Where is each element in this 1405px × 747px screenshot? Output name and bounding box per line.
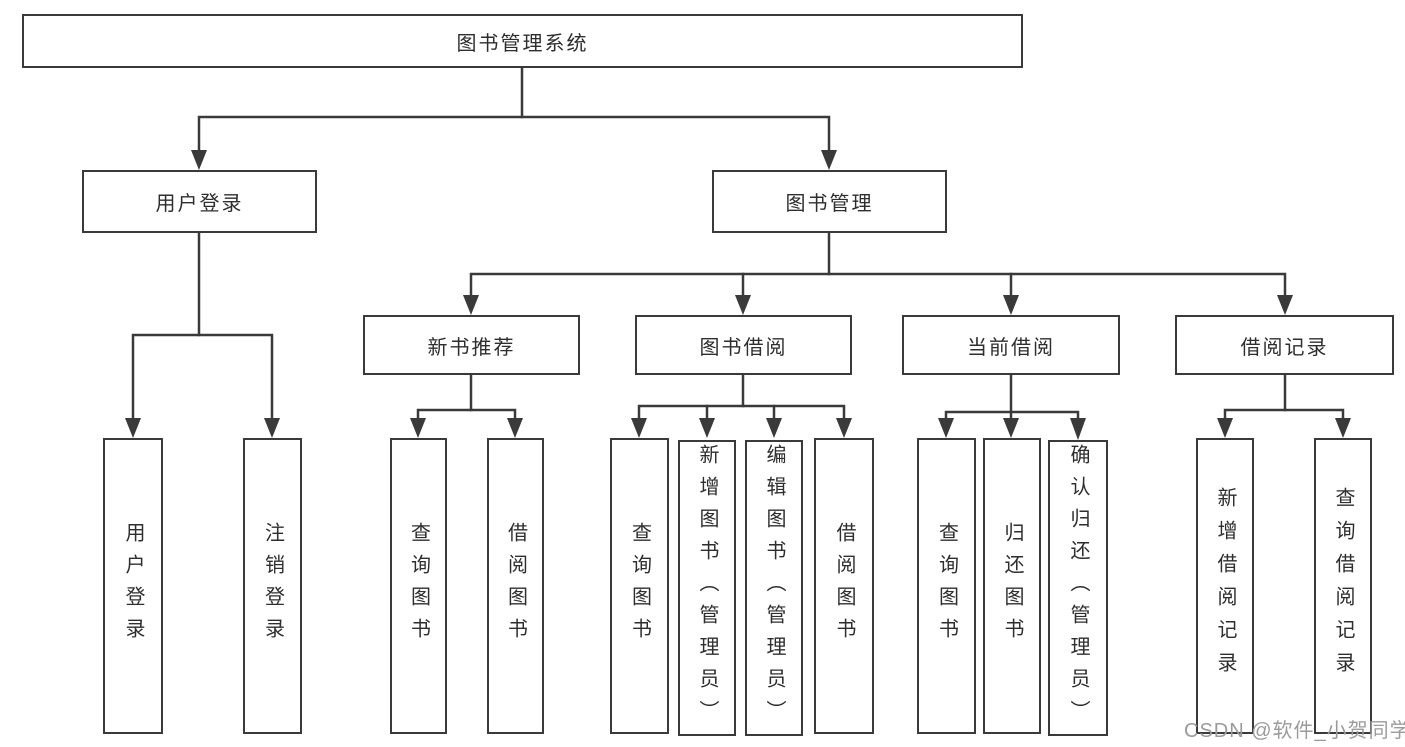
connector-level1-branch: [197, 115, 831, 154]
leaf-cur-confirm-return-admin-label: 确认归还（管理员）: [1067, 444, 1089, 732]
node-new-recommend-label: 新书推荐: [427, 336, 516, 359]
connector-newrec-branch: [416, 408, 517, 422]
leaf-nr-borrow-books-label: 借阅图书: [504, 522, 527, 650]
connector-records-branch: [1223, 408, 1345, 422]
arrow-to-cur-confirm: [1070, 418, 1086, 440]
arrow-to-cur-return: [1003, 418, 1019, 438]
arrow-to-new-rec: [463, 295, 479, 315]
node-user-login-label: 用户登录: [155, 193, 244, 215]
leaf-bb-add-books-admin: 新增图书（管理员）: [678, 440, 736, 736]
arrow-to-nr-query: [410, 418, 426, 438]
connector-mgmt-branch: [469, 272, 1287, 299]
arrow-to-login: [191, 150, 207, 170]
leaf-cur-confirm-return-admin: 确认归还（管理员）: [1048, 440, 1108, 736]
leaf-cur-return-books: 归还图书: [983, 438, 1041, 734]
node-book-mgmt: 图书管理: [712, 170, 947, 233]
arrow-to-login-user: [125, 418, 141, 438]
leaf-cur-return-books-label: 归还图书: [1001, 522, 1023, 650]
node-book-borrow: 图书借阅: [635, 315, 852, 375]
leaf-bb-query-books: 查询图书: [610, 438, 669, 734]
arrow-to-nr-borrow: [507, 418, 523, 438]
node-book-mgmt-label: 图书管理: [785, 193, 874, 215]
leaf-bb-edit-books-admin-label: 编辑图书（管理员）: [763, 444, 785, 732]
connector-borrow-branch: [637, 404, 846, 422]
arrow-to-bb-add: [699, 418, 715, 438]
arrow-to-login-logout: [264, 418, 280, 438]
leaf-user-login: 用户登录: [103, 438, 163, 734]
leaf-bb-query-books-label: 查询图书: [628, 522, 651, 650]
leaf-nr-query-books-label: 查询图书: [407, 522, 430, 650]
arrow-to-current: [1003, 295, 1019, 315]
node-new-recommend: 新书推荐: [363, 315, 580, 375]
leaf-bb-add-books-admin-label: 新增图书（管理员）: [696, 444, 718, 732]
arrow-to-mgmt: [821, 150, 837, 170]
leaf-rec-query-record-label: 查询借阅记录: [1332, 487, 1354, 685]
csdn-watermark: CSDN @软件_小贺同学: [1184, 720, 1405, 742]
arrow-to-rec-query: [1335, 418, 1351, 438]
leaf-bb-borrow-books-label: 借阅图书: [833, 522, 855, 650]
arrow-to-cur-query: [938, 418, 954, 438]
connector-login-branch: [131, 333, 274, 422]
arrow-to-records: [1277, 295, 1293, 315]
leaf-rec-query-record: 查询借阅记录: [1314, 438, 1372, 734]
node-borrow-records: 借阅记录: [1175, 315, 1394, 375]
leaf-cur-query-books: 查询图书: [917, 438, 976, 734]
node-current-borrow-label: 当前借阅: [967, 336, 1055, 359]
leaf-logout-label: 注销登录: [261, 522, 284, 650]
leaf-nr-borrow-books: 借阅图书: [487, 438, 544, 734]
arrow-to-rec-add: [1217, 418, 1233, 438]
node-book-borrow-label: 图书借阅: [699, 336, 788, 359]
leaf-bb-borrow-books: 借阅图书: [814, 438, 874, 734]
leaf-logout: 注销登录: [243, 438, 302, 734]
arrow-to-bb-query: [631, 418, 647, 438]
leaf-rec-add-record-label: 新增借阅记录: [1214, 487, 1236, 685]
node-borrow-records-label: 借阅记录: [1240, 336, 1329, 359]
leaf-nr-query-books: 查询图书: [390, 438, 447, 734]
leaf-user-login-label: 用户登录: [122, 522, 144, 650]
arrow-to-bb-borrow: [836, 418, 852, 438]
node-current-borrow: 当前借阅: [902, 315, 1120, 375]
arrow-to-bb-edit: [766, 418, 782, 438]
arrow-to-borrow: [735, 295, 751, 315]
leaf-bb-edit-books-admin: 编辑图书（管理员）: [745, 440, 803, 736]
leaf-cur-query-books-label: 查询图书: [935, 522, 958, 650]
node-system-root: 图书管理系统: [22, 14, 1023, 68]
node-system-root-label: 图书管理系统: [456, 32, 589, 55]
node-user-login: 用户登录: [82, 170, 317, 233]
leaf-rec-add-record: 新增借阅记录: [1196, 438, 1254, 734]
